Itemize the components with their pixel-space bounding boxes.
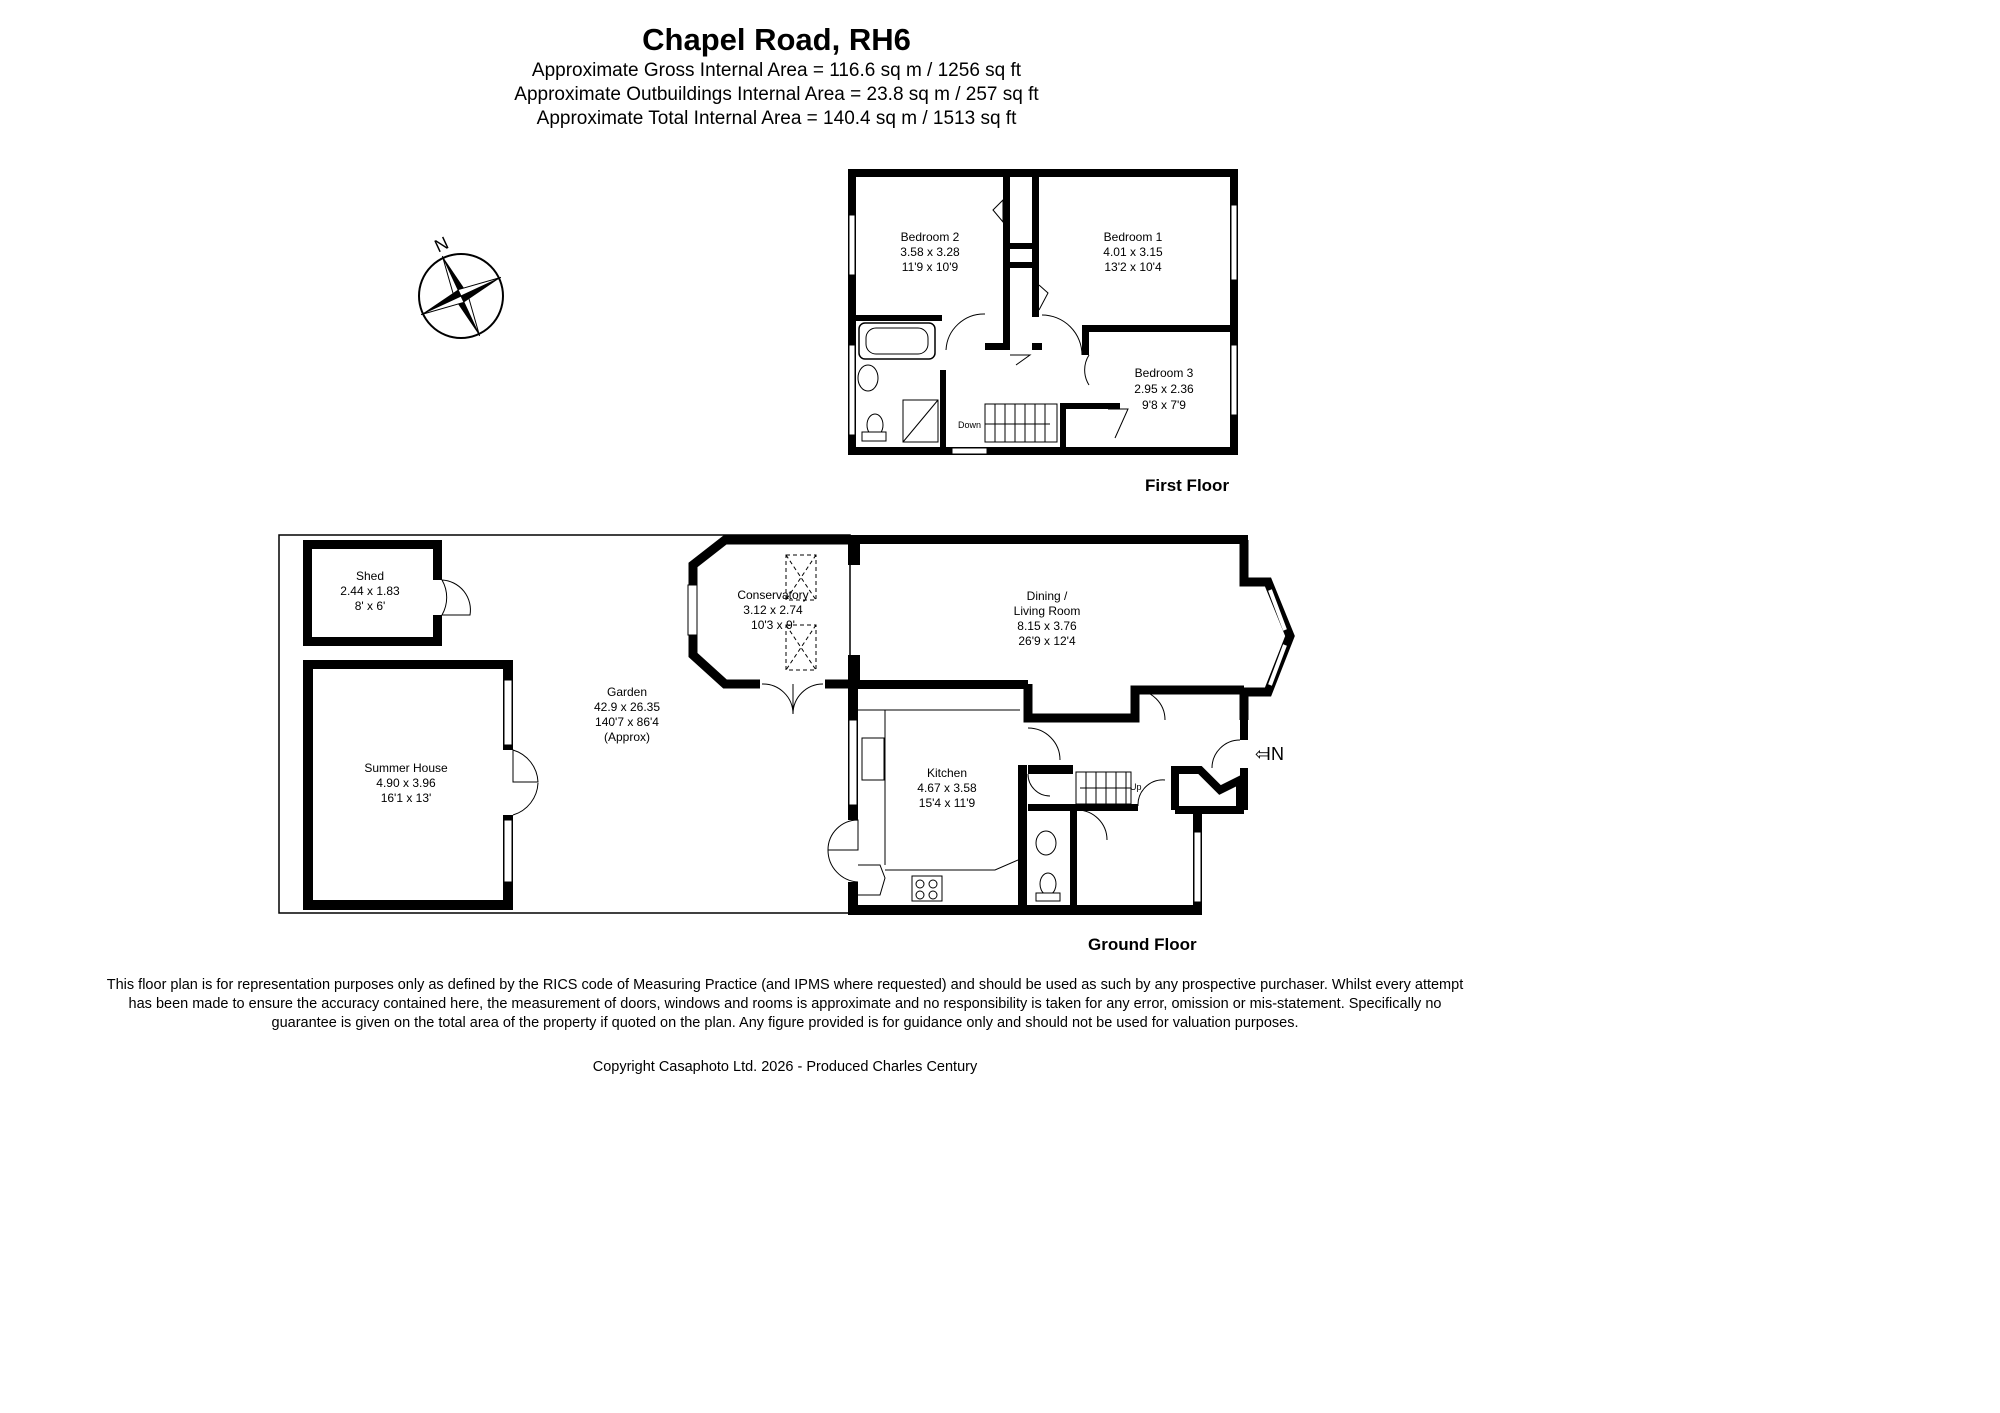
stairs-up-label: Up — [1130, 782, 1142, 792]
bedroom-3-name: Bedroom 3 — [1135, 366, 1194, 380]
garden-note: (Approx) — [604, 730, 650, 744]
bedroom-1-imperial: 13'2 x 10'4 — [1104, 260, 1162, 274]
outbuildings-internal-area: Approximate Outbuildings Internal Area =… — [514, 84, 1039, 105]
plan-title: Chapel Road, RH6 — [642, 22, 911, 57]
dining-living-metric: 8.15 x 3.76 — [1017, 619, 1077, 633]
garden-metric: 42.9 x 26.35 — [594, 700, 660, 714]
first-floor-label: First Floor — [1145, 476, 1230, 495]
summer-house-outline — [303, 660, 539, 910]
conservatory-metric: 3.12 x 2.74 — [743, 603, 803, 617]
kitchen-imperial: 15'4 x 11'9 — [919, 796, 976, 810]
kitchen-name: Kitchen — [927, 766, 967, 780]
garden-imperial: 140'7 x 86'4 — [595, 715, 659, 729]
ground-floor-label: Ground Floor — [1088, 935, 1197, 954]
summer-house-name: Summer House — [364, 761, 448, 775]
copyright-text: Copyright Casaphoto Ltd. 2026 - Produced… — [592, 1059, 978, 1075]
summer-house-imperial: 16'1 x 13' — [381, 791, 432, 805]
floor-plan-drawing: N — [278, 169, 1295, 915]
shed-imperial: 8' x 6' — [355, 599, 386, 613]
shed-metric: 2.44 x 1.83 — [340, 584, 400, 598]
bedroom-2-imperial: 11'9 x 10'9 — [902, 260, 959, 274]
disclaimer-text: This floor plan is for representation pu… — [106, 977, 1464, 1031]
stairs-down-label: Down — [958, 420, 981, 430]
bedroom-1-metric: 4.01 x 3.15 — [1103, 245, 1163, 259]
bedroom-3-metric: 2.95 x 2.36 — [1134, 382, 1194, 396]
shed-outline — [303, 540, 471, 646]
garden-name: Garden — [607, 685, 647, 699]
total-internal-area: Approximate Total Internal Area = 140.4 … — [536, 108, 1017, 129]
compass-icon: N — [418, 233, 504, 339]
summer-house-metric: 4.90 x 3.96 — [376, 776, 436, 790]
dining-living-name2: Living Room — [1014, 604, 1081, 618]
first-floor-plan: Bedroom 2 3.58 x 3.28 11'9 x 10'9 Bedroo… — [848, 169, 1238, 455]
ground-floor-plan: Shed 2.44 x 1.83 8' x 6' Summer House 4.… — [278, 534, 1295, 915]
gross-internal-area: Approximate Gross Internal Area = 116.6 … — [531, 60, 1022, 81]
conservatory-name: Conservatory — [737, 588, 808, 602]
dining-living-imperial: 26'9 x 12'4 — [1018, 634, 1076, 648]
bedroom-1-name: Bedroom 1 — [1104, 230, 1163, 244]
entrance-arrow-icon: ⇦ — [1255, 744, 1270, 764]
shed-name: Shed — [356, 569, 384, 583]
compass-north-label: N — [431, 233, 451, 257]
conservatory-imperial: 10'3 x 9' — [751, 618, 795, 632]
bedroom-2-name: Bedroom 2 — [901, 230, 960, 244]
kitchen-metric: 4.67 x 3.58 — [917, 781, 977, 795]
house-walls — [687, 535, 1295, 915]
entrance-label: IN — [1266, 744, 1284, 764]
dining-living-name: Dining / — [1027, 589, 1068, 603]
bedroom-3-imperial: 9'8 x 7'9 — [1142, 398, 1186, 412]
bedroom-2-metric: 3.58 x 3.28 — [900, 245, 960, 259]
